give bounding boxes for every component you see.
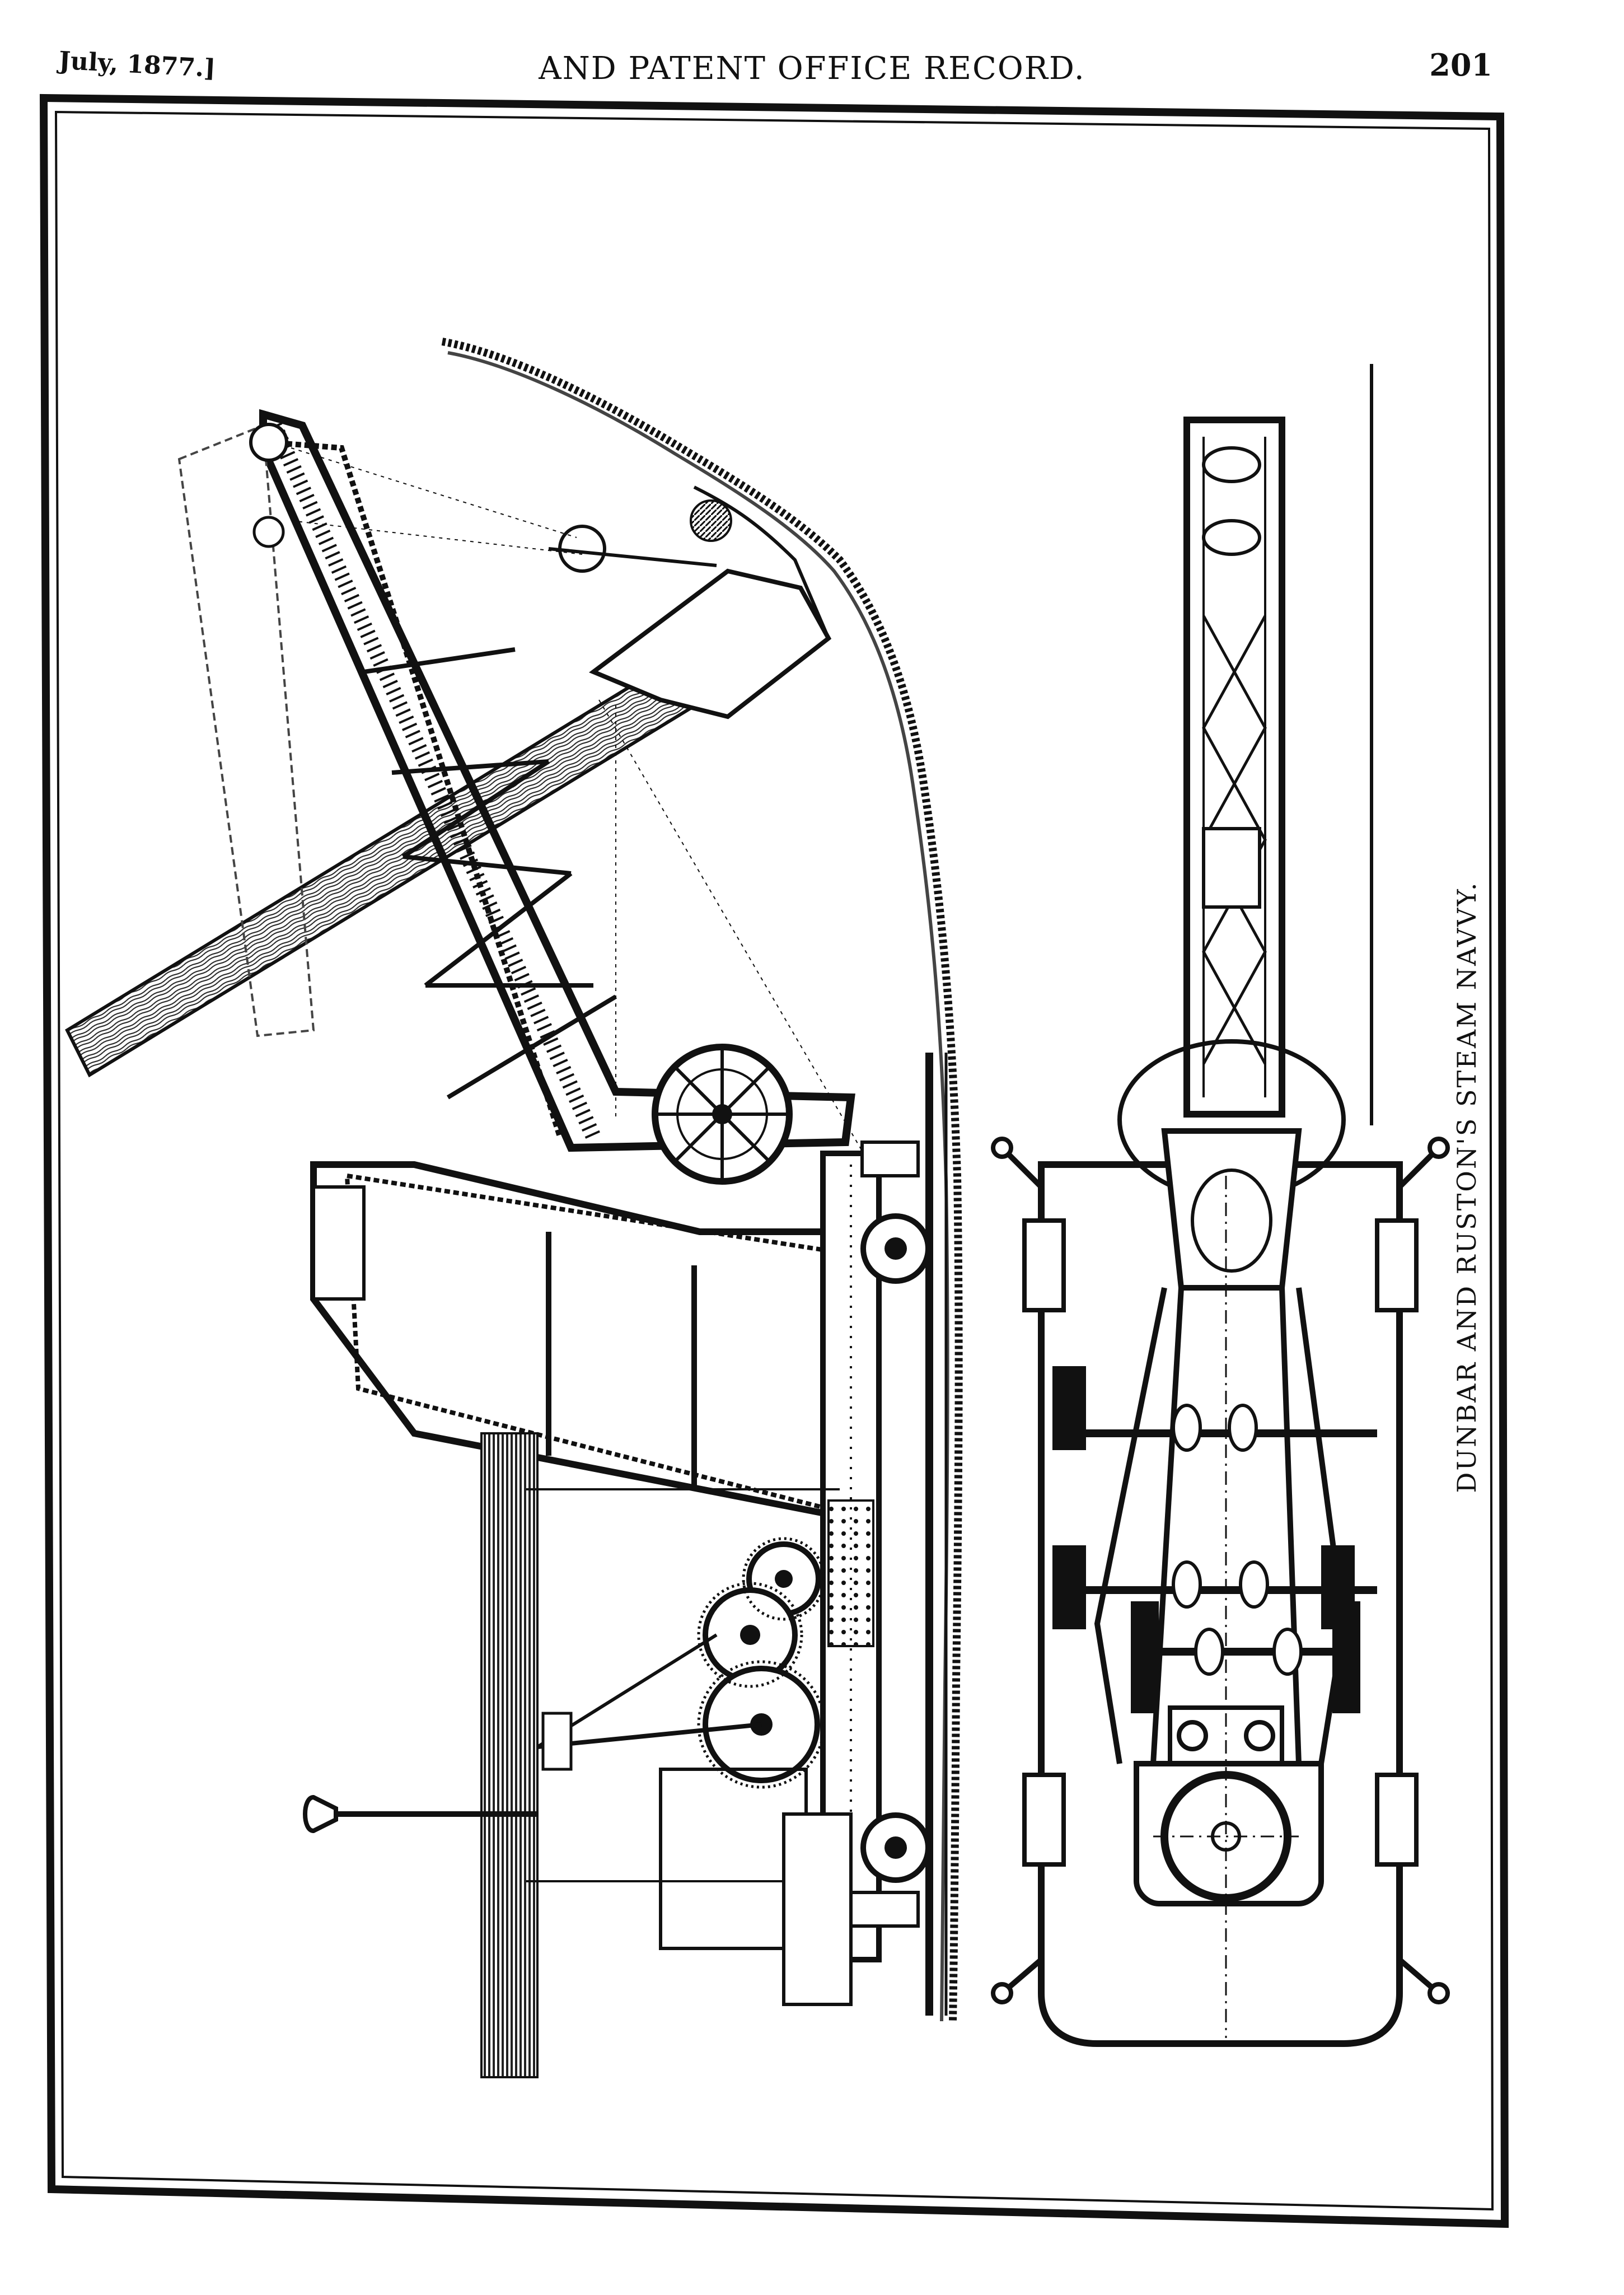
plate-border: [39, 94, 1509, 2228]
side-elevation: [65, 409, 931, 2078]
page-header: July, 1877.] AND PATENT OFFICE RECORD. 2…: [0, 45, 1624, 95]
figure-caption: DUNBAR AND RUSTON'S STEAM NAVVY.: [1452, 881, 1482, 1493]
header-title: AND PATENT OFFICE RECORD.: [539, 50, 1085, 87]
page-number: 201: [1429, 47, 1492, 83]
plan-view: [991, 364, 1450, 2047]
